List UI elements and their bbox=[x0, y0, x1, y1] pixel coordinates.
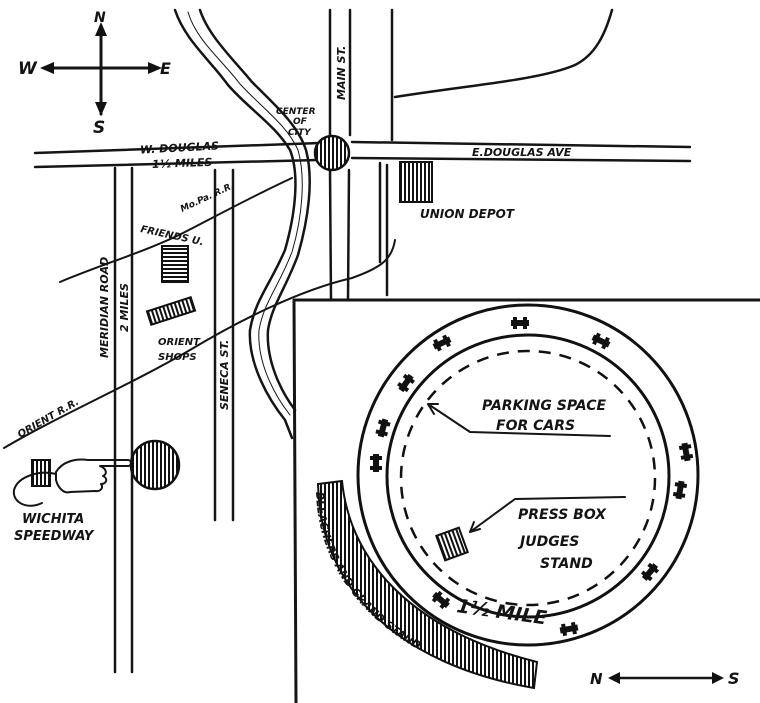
compass-south: S bbox=[93, 118, 105, 138]
press-box-building bbox=[434, 526, 470, 562]
e-douglas-label: E.DOUGLAS AVE bbox=[472, 146, 572, 159]
seneca-street bbox=[213, 168, 235, 522]
mopac-railroad bbox=[59, 177, 293, 283]
wichita-speedway-line-2: SPEEDWAY bbox=[14, 529, 95, 544]
friends-university-building bbox=[161, 245, 189, 283]
east-streets bbox=[378, 8, 614, 297]
race-cars bbox=[370, 317, 694, 637]
river bbox=[173, 8, 311, 440]
seneca-st-label: SENECA ST. bbox=[218, 340, 231, 410]
race-car bbox=[397, 373, 415, 393]
center-of-city-label: CENTER OF CITY bbox=[276, 107, 316, 138]
orient-shops-line-2: SHOPS bbox=[158, 352, 197, 363]
compass-north: N bbox=[94, 10, 106, 26]
wichita-speedway-label: WICHITA SPEEDWAY bbox=[14, 512, 95, 544]
orient-shops-line-1: ORIENT bbox=[158, 337, 201, 348]
center-of-city-line-1: CENTER bbox=[276, 107, 316, 117]
center-of-city-line-2: OF bbox=[293, 117, 308, 127]
meridian-road-label: MERIDIAN ROAD bbox=[98, 257, 111, 358]
inset-frame bbox=[292, 298, 760, 703]
judges-line-1: JUDGES bbox=[517, 534, 579, 550]
union-depot-building bbox=[399, 161, 433, 203]
w-douglas-distance-label: 1½ MILES bbox=[152, 156, 213, 171]
press-box-arrow bbox=[469, 496, 626, 533]
race-car bbox=[431, 590, 451, 610]
compass-rose: N S W E bbox=[18, 10, 171, 138]
race-car bbox=[559, 621, 579, 637]
inset-south-label: S bbox=[728, 669, 740, 688]
parking-line-1: PARKING SPACE bbox=[482, 398, 606, 414]
race-car bbox=[591, 332, 611, 350]
race-track bbox=[356, 303, 700, 647]
wichita-speedway-line-1: WICHITA bbox=[22, 512, 84, 527]
race-car bbox=[672, 480, 688, 500]
main-st-label: MAIN ST. bbox=[335, 46, 348, 100]
union-depot-label: UNION DEPOT bbox=[420, 207, 515, 221]
race-car bbox=[375, 418, 391, 438]
meridian-distance-label: 2 MILES bbox=[118, 283, 131, 332]
speedway-location-marker bbox=[129, 439, 181, 491]
race-car bbox=[432, 334, 452, 352]
pointing-hand-icon bbox=[12, 458, 132, 507]
parking-line-2: FOR CARS bbox=[496, 418, 575, 434]
race-car bbox=[678, 442, 694, 462]
race-car bbox=[370, 454, 382, 472]
douglas-avenue bbox=[33, 140, 692, 169]
press-box-label: PRESS BOX bbox=[518, 507, 607, 523]
meridian-road bbox=[113, 166, 134, 674]
race-car bbox=[511, 317, 529, 329]
orient-shops-building bbox=[145, 295, 197, 327]
judges-stand-label: JUDGES STAND bbox=[517, 534, 593, 572]
parking-label: PARKING SPACE FOR CARS bbox=[482, 398, 606, 434]
race-car bbox=[640, 562, 660, 582]
orient-railroad-label: ORIENT R.R. bbox=[16, 397, 81, 441]
orient-shops-label: ORIENT SHOPS bbox=[158, 337, 201, 363]
bleachers-grandstand bbox=[316, 479, 539, 690]
inset-north-label: N bbox=[590, 670, 603, 688]
track-length-label: 1½ MILE bbox=[455, 595, 548, 629]
compass-west: W bbox=[18, 59, 38, 79]
w-douglas-label: W. DOUGLAS bbox=[140, 139, 220, 156]
center-of-city bbox=[313, 134, 351, 172]
center-of-city-line-3: CITY bbox=[288, 128, 312, 138]
inset-orientation-arrow bbox=[608, 672, 724, 684]
compass-east: E bbox=[160, 59, 171, 78]
judges-line-2: STAND bbox=[540, 556, 593, 572]
parking-arrow bbox=[427, 403, 611, 437]
orient-railroad bbox=[3, 239, 396, 449]
